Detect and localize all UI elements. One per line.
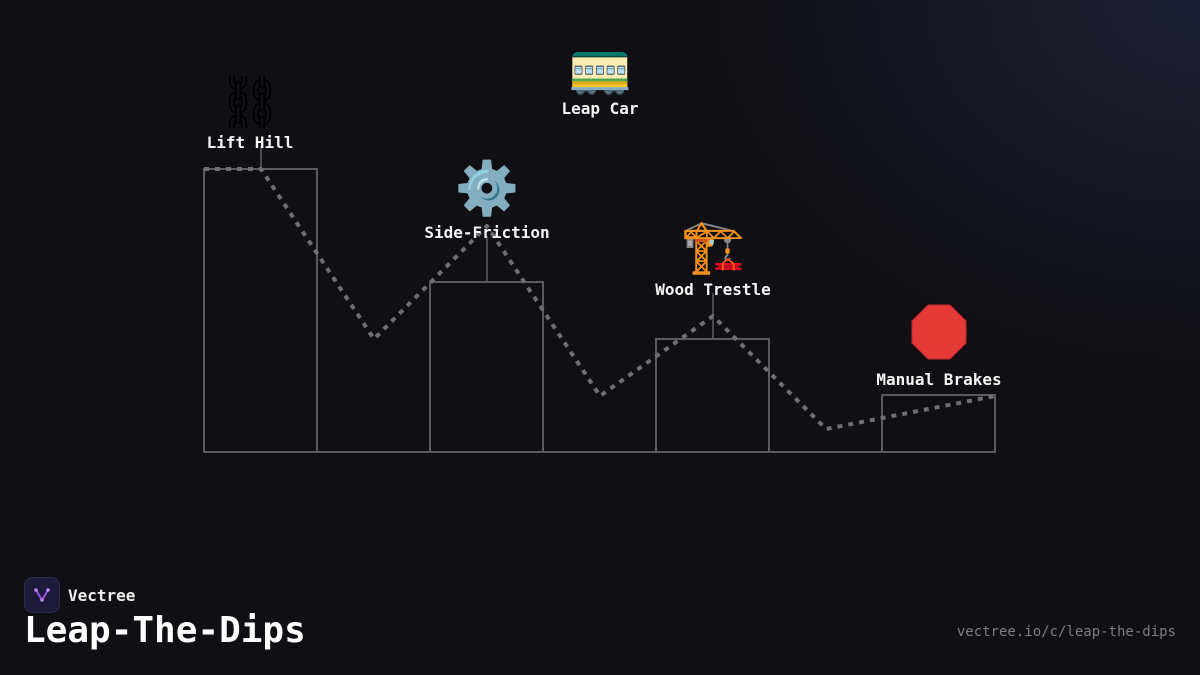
source-url[interactable]: vectree.io/c/leap-the-dips (956, 624, 1176, 640)
node-label-manual-brakes: Manual Brakes (876, 370, 1001, 389)
node-manual-brakes: Manual Brakes (876, 304, 1002, 389)
chain-icon: ⛓ (217, 73, 283, 133)
support-box-manual-brakes (881, 394, 996, 453)
node-lift-hill: ⛓ Lift Hill (207, 73, 294, 152)
track-path (204, 167, 996, 431)
crane-icon: 🏗️ (681, 217, 746, 277)
support-box-side-friction (429, 281, 544, 453)
node-wood-trestle: 🏗️ Wood Trestle (655, 217, 771, 299)
vectree-logo-icon (24, 577, 60, 613)
node-label-side-friction: Side-Friction (424, 223, 549, 242)
node-label-leap-car: Leap Car (561, 99, 638, 118)
node-label-lift-hill: Lift Hill (207, 133, 294, 152)
gear-icon: ⚙️ (455, 158, 520, 219)
page-title: Leap-The-Dips (24, 610, 306, 651)
tram-car-icon: 🚃 (568, 37, 633, 97)
support-box-lift-hill (203, 168, 318, 453)
node-label-wood-trestle: Wood Trestle (655, 280, 771, 299)
support-box-wood-trestle (655, 338, 770, 453)
brand-name: Vectree (68, 585, 136, 605)
brand: Vectree (24, 577, 135, 613)
stop-sign-icon (911, 304, 967, 360)
node-leap-car: 🚃 Leap Car (561, 37, 638, 118)
node-side-friction: ⚙️ Side-Friction (424, 158, 549, 242)
